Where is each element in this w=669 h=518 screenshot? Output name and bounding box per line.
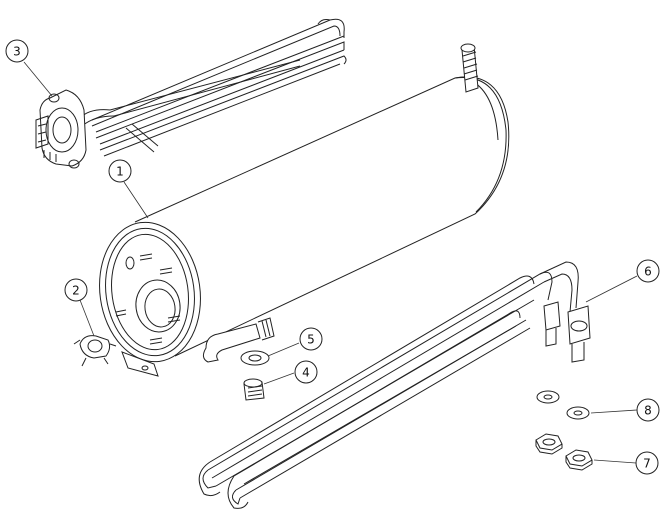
callout-4-label: 4 [302,366,310,380]
callout-8-label: 8 [644,404,652,418]
callout-6: 6 [585,259,660,303]
washer-part [240,350,270,366]
element-flange [35,89,87,169]
lower-heating-element [198,261,591,509]
tank-body [99,43,510,377]
callout-1: 1 [108,159,149,219]
callout-3-label: 3 [13,45,21,59]
callout-4: 4 [263,360,318,385]
callout-5: 5 [267,327,323,357]
callout-2-label: 2 [72,284,80,298]
plug-part [243,378,265,401]
hex-nuts [535,433,593,471]
callout-1-label: 1 [116,165,124,179]
clip-part [73,335,117,367]
small-washers [536,390,590,420]
callout-8: 8 [590,398,660,422]
callout-3: 3 [5,39,53,97]
callout-5-label: 5 [307,333,315,347]
callout-7-label: 7 [643,457,651,471]
callout-7: 7 [593,451,659,475]
callout-2: 2 [64,278,95,337]
upper-heating-element [79,18,347,157]
callout-6-label: 6 [644,265,652,279]
